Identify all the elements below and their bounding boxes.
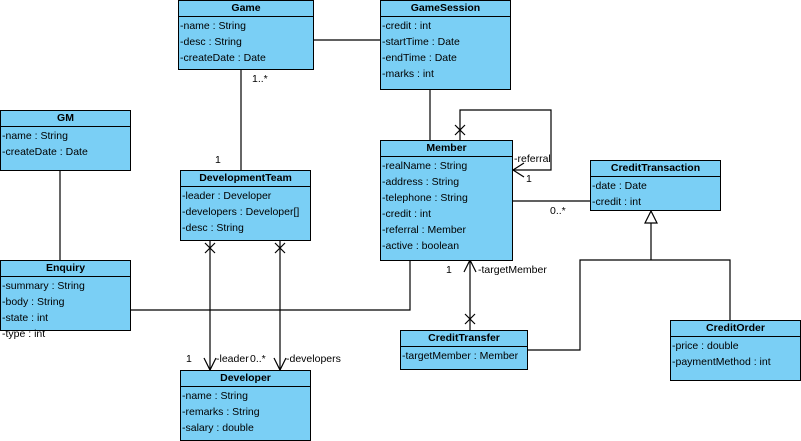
- attribute: -referral : Member: [382, 224, 467, 236]
- multiplicity-leader: 1: [186, 353, 192, 365]
- x-mark-referral: [454, 124, 466, 136]
- attribute: -realName : String: [382, 160, 468, 172]
- x-mark-leader: [204, 242, 216, 254]
- class-name: CreditTransfer: [401, 331, 527, 347]
- x-mark-developers: [274, 242, 286, 254]
- role-targetmember: -targetMember: [478, 264, 547, 276]
- gen-creditorder: [651, 259, 731, 320]
- attribute: -name : String: [2, 130, 68, 142]
- attribute: -body : String: [2, 296, 65, 308]
- attribute: -price : double: [672, 340, 739, 352]
- class-gm[interactable]: GM -name : String -createDate : Date: [0, 110, 131, 171]
- class-member[interactable]: Member -realName : String -address : Str…: [380, 140, 513, 261]
- x-mark-targetmember: [464, 313, 476, 325]
- class-enquiry[interactable]: Enquiry -summary : String -body : String…: [0, 260, 131, 340]
- attribute: -remarks : String: [182, 406, 260, 418]
- multiplicity-game: 1..*: [252, 73, 268, 85]
- attribute: -endTime : Date: [382, 52, 457, 64]
- class-name: GameSession: [381, 1, 510, 17]
- gen-credittransfer: [527, 259, 651, 351]
- class-name: Game: [179, 1, 313, 17]
- attribute: -active : boolean: [382, 240, 460, 252]
- attribute: -startTime : Date: [382, 36, 460, 48]
- role-leader: -leader: [216, 353, 249, 365]
- class-gamesession[interactable]: GameSession -credit : int -startTime : D…: [380, 0, 511, 90]
- attribute: -leader : Developer: [182, 190, 272, 202]
- attribute: -date : Date: [592, 180, 647, 192]
- multiplicity-devteam: 1: [215, 154, 221, 166]
- attribute: -salary : double: [182, 422, 254, 434]
- referral-arrowhead: [511, 162, 525, 178]
- class-name: Member: [381, 141, 512, 157]
- class-name: GM: [1, 111, 130, 127]
- multiplicity-developers: 0..*: [250, 353, 266, 365]
- class-developmentteam[interactable]: DevelopmentTeam -leader : Developer -dev…: [180, 170, 311, 241]
- role-developers: -developers: [286, 353, 341, 365]
- generalization-triangle: [644, 209, 658, 224]
- attribute: -name : String: [180, 20, 246, 32]
- class-credittransaction[interactable]: CreditTransaction -date : Date -credit :…: [590, 160, 721, 211]
- multiplicity-credittransaction: 0..*: [550, 205, 566, 217]
- attribute: -developers : Developer[]: [182, 206, 300, 218]
- role-referral: -referral: [514, 153, 551, 165]
- class-name: Developer: [181, 371, 310, 387]
- attribute: -credit : int: [382, 20, 432, 32]
- class-name: CreditTransaction: [591, 161, 720, 177]
- attribute: -summary : String: [2, 280, 85, 292]
- attribute: -paymentMethod : int: [672, 356, 771, 368]
- class-creditorder[interactable]: CreditOrder -price : double -paymentMeth…: [670, 320, 801, 381]
- multiplicity-referral: 1: [526, 173, 532, 185]
- attribute: -createDate : Date: [2, 146, 88, 158]
- class-name: DevelopmentTeam: [181, 171, 310, 187]
- attribute: -state : int: [2, 312, 49, 324]
- assoc-member-referral: [459, 109, 552, 171]
- attribute: -credit : int: [382, 208, 432, 220]
- attribute: -type : int: [2, 328, 46, 340]
- assoc-enquiry-member: [130, 260, 411, 311]
- class-game[interactable]: Game -name : String -desc : String -crea…: [178, 0, 314, 70]
- attribute: -desc : String: [182, 222, 244, 234]
- class-name: Enquiry: [1, 261, 130, 277]
- attribute: -name : String: [182, 390, 248, 402]
- attribute: -targetMember : Member: [402, 350, 519, 362]
- multiplicity-targetmember: 1: [446, 264, 452, 276]
- class-name: CreditOrder: [671, 321, 800, 337]
- attribute: -telephone : String: [382, 192, 468, 204]
- attribute: -desc : String: [180, 36, 242, 48]
- attribute: -createDate : Date: [180, 52, 266, 64]
- class-developer[interactable]: Developer -name : String -remarks : Stri…: [180, 370, 311, 441]
- attribute: -credit : int: [592, 196, 642, 208]
- attribute: -address : String: [382, 176, 460, 188]
- attribute: -marks : int: [382, 68, 434, 80]
- non-navigable-marks: [204, 124, 476, 325]
- class-credittransfer[interactable]: CreditTransfer -targetMember : Member: [400, 330, 528, 370]
